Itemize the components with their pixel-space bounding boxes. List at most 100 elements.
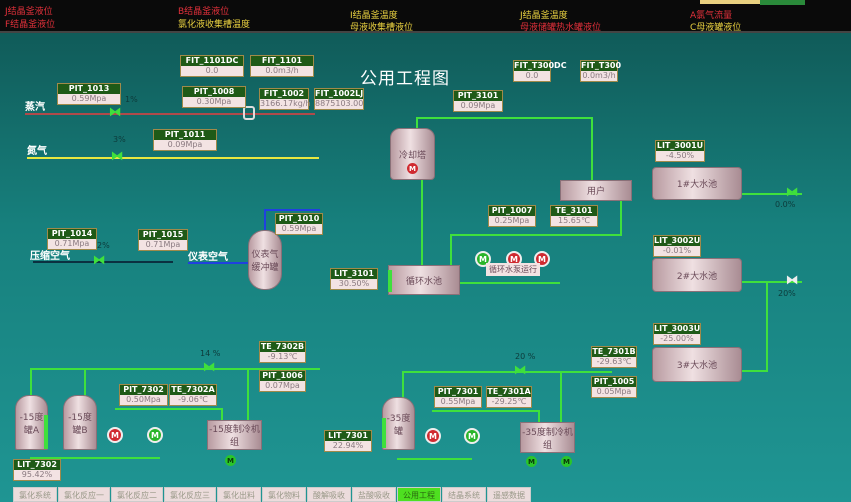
tag-value: -0.01% bbox=[654, 246, 700, 256]
pump-icon[interactable]: M bbox=[425, 428, 441, 444]
tank-35[interactable]: -35度罐 bbox=[382, 397, 415, 450]
tag-te-7301a[interactable]: TE_7301A-29.25℃ bbox=[486, 386, 532, 408]
tag-value: -9.13℃ bbox=[260, 352, 305, 362]
instrument-air-buffer-tank[interactable]: 仪表气缓冲罐 bbox=[248, 230, 282, 290]
tag-value: 0.0m3/h bbox=[251, 66, 313, 76]
alarm-item[interactable]: J结晶釜温度 bbox=[520, 11, 568, 21]
pool-3[interactable]: 3#大水池 bbox=[652, 347, 742, 382]
alarm-item[interactable]: J结晶釜液位 bbox=[5, 7, 53, 17]
motor-icon[interactable]: M bbox=[561, 456, 572, 467]
alarm-item[interactable]: A氯气流量 bbox=[690, 11, 733, 21]
pool-2[interactable]: 2#大水池 bbox=[652, 258, 742, 292]
control-valve-icon[interactable]: ⧓ bbox=[202, 360, 216, 375]
tank-15b[interactable]: -15度罐B bbox=[63, 395, 97, 450]
alarm-item[interactable]: 母液收集槽液位 bbox=[350, 23, 414, 33]
tab-acid-desorption[interactable]: 酸解吸收 bbox=[307, 487, 351, 502]
chill15-pipe bbox=[115, 408, 223, 410]
motor-icon[interactable]: M bbox=[526, 456, 537, 467]
tag-id: TE_7302A bbox=[170, 385, 216, 395]
pump-icon[interactable]: M bbox=[464, 428, 480, 444]
chiller-15[interactable]: -15度制冷机组 bbox=[207, 420, 262, 450]
tag-value: 8875103.00 bbox=[315, 99, 364, 109]
tag-te-7302b[interactable]: TE_7302B-9.13℃ bbox=[259, 341, 306, 363]
instrument-air-pipe bbox=[264, 209, 266, 231]
tab-chlorination-reaction-2[interactable]: 氯化反应二 bbox=[111, 487, 163, 502]
chiller-35[interactable]: -35度制冷机组 bbox=[520, 422, 575, 453]
alarm-item[interactable]: F结晶釜液位 bbox=[5, 20, 56, 30]
tag-id: FIT_T300 bbox=[581, 61, 622, 71]
user-heat-exchanger[interactable]: 用户 bbox=[560, 180, 632, 201]
tag-id: PIT_7301 bbox=[435, 387, 481, 397]
tab-chlorination-reaction-1[interactable]: 氯化反应一 bbox=[58, 487, 110, 502]
tag-value: 0.0 bbox=[514, 71, 550, 81]
valve-opening: 2% bbox=[97, 241, 110, 250]
control-valve-icon[interactable]: ⧓ bbox=[785, 185, 799, 200]
control-valve-icon[interactable]: ⧓ bbox=[108, 105, 122, 120]
tag-lit-3002u[interactable]: LIT_3002U-0.01% bbox=[653, 235, 701, 257]
tab-crystallization[interactable]: 结晶系统 bbox=[442, 487, 486, 502]
control-valve-icon[interactable]: ⧓ bbox=[513, 363, 527, 378]
water-pipe bbox=[416, 117, 418, 129]
tab-chlorination-system[interactable]: 氯化系统 bbox=[13, 487, 57, 502]
tag-te-7301b[interactable]: TE_7301B-29.63℃ bbox=[591, 346, 637, 368]
tag-lit-3003u[interactable]: LIT_3003U-25.00% bbox=[653, 323, 701, 345]
valve-opening: 3% bbox=[113, 135, 126, 144]
tag-te-7302a[interactable]: TE_7302A-9.06℃ bbox=[169, 384, 217, 406]
alarm-item[interactable]: B结晶釜液位 bbox=[178, 7, 230, 17]
control-valve-icon[interactable]: ⧓ bbox=[92, 253, 106, 268]
tab-chlorination-material[interactable]: 氯化物料 bbox=[262, 487, 306, 502]
tag-value: 0.30Mpa bbox=[183, 97, 245, 107]
circulating-water-pool[interactable]: 循环水池 bbox=[388, 265, 460, 295]
control-valve-icon[interactable]: ⧓ bbox=[785, 273, 799, 288]
pool-1[interactable]: 1#大水池 bbox=[652, 167, 742, 200]
tab-utilities[interactable]: 公用工程 bbox=[397, 487, 441, 502]
tab-chlorination-discharge[interactable]: 氯化出料 bbox=[217, 487, 261, 502]
tag-id: PIT_1005 bbox=[592, 377, 636, 387]
alarm-banner: J结晶釜液位 F结晶釜液位 B结晶釜液位 氯化液收集槽温度 I结晶釜温度 母液收… bbox=[0, 0, 851, 33]
alarm-item[interactable]: 氯化液收集槽温度 bbox=[178, 20, 251, 30]
tag-value: 0.0 bbox=[181, 66, 243, 76]
level-indicator bbox=[382, 418, 386, 448]
alarm-item[interactable]: C母液罐液位 bbox=[690, 23, 742, 33]
tag-id: PIT_1011 bbox=[154, 130, 216, 140]
tab-hcl-absorption[interactable]: 盐酸吸收 bbox=[352, 487, 396, 502]
alarm-item[interactable]: 母液储罐热水罐液位 bbox=[520, 23, 602, 33]
motor-icon[interactable]: M bbox=[407, 163, 418, 174]
tag-id: PIT_1014 bbox=[48, 229, 96, 239]
tag-id: TE_7301A bbox=[487, 387, 531, 397]
tab-chlorination-reaction-3[interactable]: 氯化反应三 bbox=[164, 487, 216, 502]
pump-icon[interactable]: M bbox=[147, 427, 163, 443]
tab-telemetry[interactable]: 遥感数据 bbox=[487, 487, 531, 502]
tag-lit-3001u[interactable]: LIT_3001U-4.50% bbox=[655, 140, 705, 162]
alarm-item[interactable]: I结晶釜温度 bbox=[350, 11, 398, 21]
chill15-pipe bbox=[30, 368, 320, 370]
control-valve-icon[interactable]: ⧓ bbox=[110, 149, 124, 164]
tag-value: 22.94% bbox=[325, 441, 371, 451]
motor-icon[interactable]: M bbox=[225, 455, 236, 466]
tag-id: LIT_3002U bbox=[654, 236, 701, 246]
chill35-pipe bbox=[538, 410, 540, 423]
pump-icon[interactable]: M bbox=[107, 427, 123, 443]
